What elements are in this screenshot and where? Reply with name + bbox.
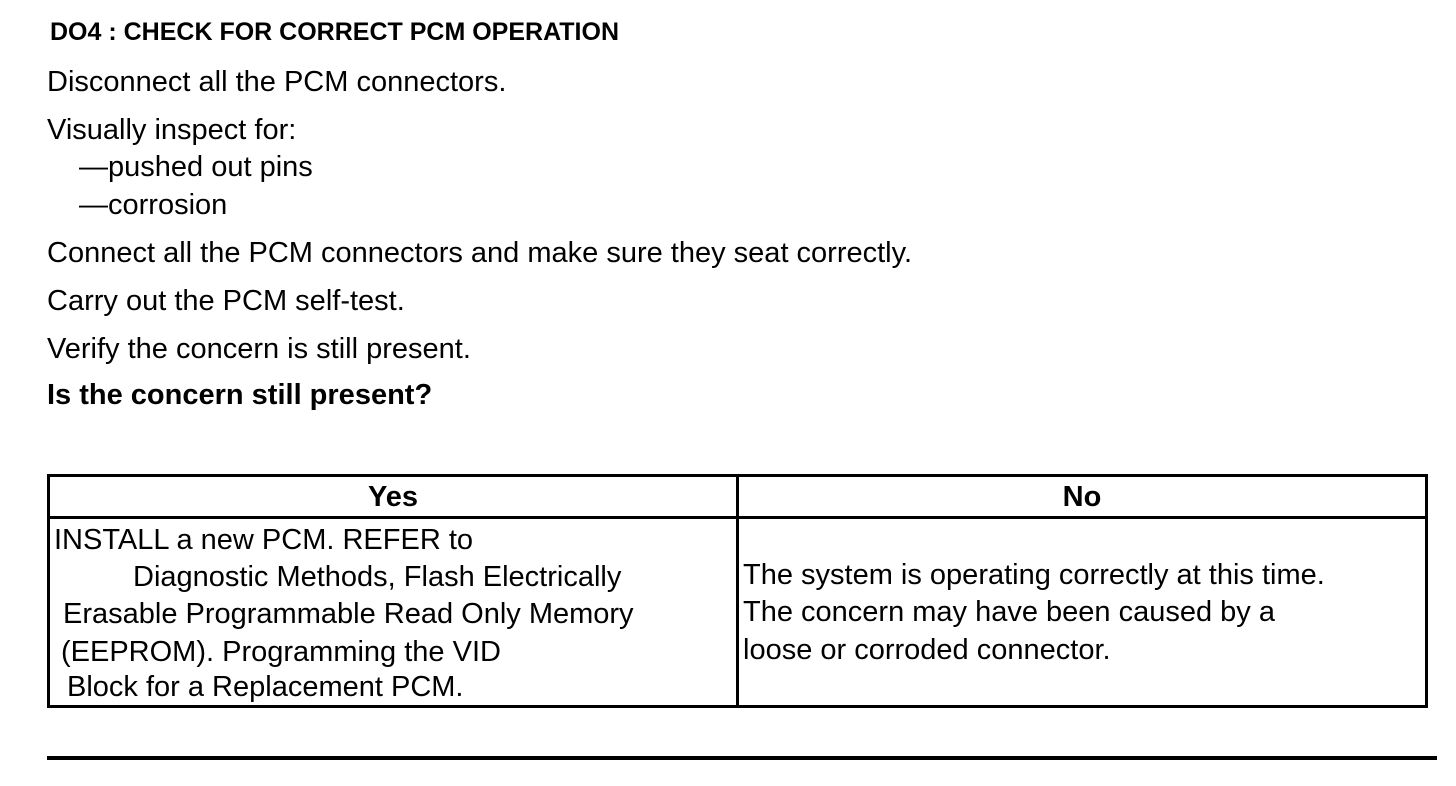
step-disconnect: Disconnect all the PCM connectors.: [47, 66, 507, 98]
step-self-test: Carry out the PCM self-test.: [47, 285, 405, 317]
yes-line: (EEPROM). Programming the VID: [61, 636, 501, 668]
result-table: Yes No INSTALL a new PCM. REFER to Diagn…: [47, 474, 1428, 708]
bottom-divider: [47, 756, 1437, 760]
no-line: loose or corroded connector.: [743, 634, 1111, 666]
no-line: The concern may have been caused by a: [743, 596, 1275, 628]
table-header-divider: [50, 516, 1425, 519]
yes-line: Block for a Replacement PCM.: [67, 671, 464, 703]
yes-line: Diagnostic Methods, Flash Electrically: [133, 561, 622, 593]
inspect-item-corrosion: —corrosion: [79, 189, 228, 221]
step-connect: Connect all the PCM connectors and make …: [47, 237, 913, 269]
table-header-no: No: [1062, 481, 1102, 513]
table-column-divider: [736, 477, 739, 705]
step-heading: DO4 : CHECK FOR CORRECT PCM OPERATION: [50, 18, 619, 46]
inspect-item-pushed-out-pins: —pushed out pins: [79, 151, 313, 183]
table-header-yes: Yes: [368, 481, 418, 513]
step-visual-inspect: Visually inspect for:: [47, 114, 297, 146]
yes-line: Erasable Programmable Read Only Memory: [63, 598, 634, 630]
question: Is the concern still present?: [47, 379, 433, 411]
yes-line: INSTALL a new PCM. REFER to: [54, 524, 474, 556]
step-verify: Verify the concern is still present.: [47, 333, 471, 365]
no-line: The system is operating correctly at thi…: [743, 559, 1325, 591]
